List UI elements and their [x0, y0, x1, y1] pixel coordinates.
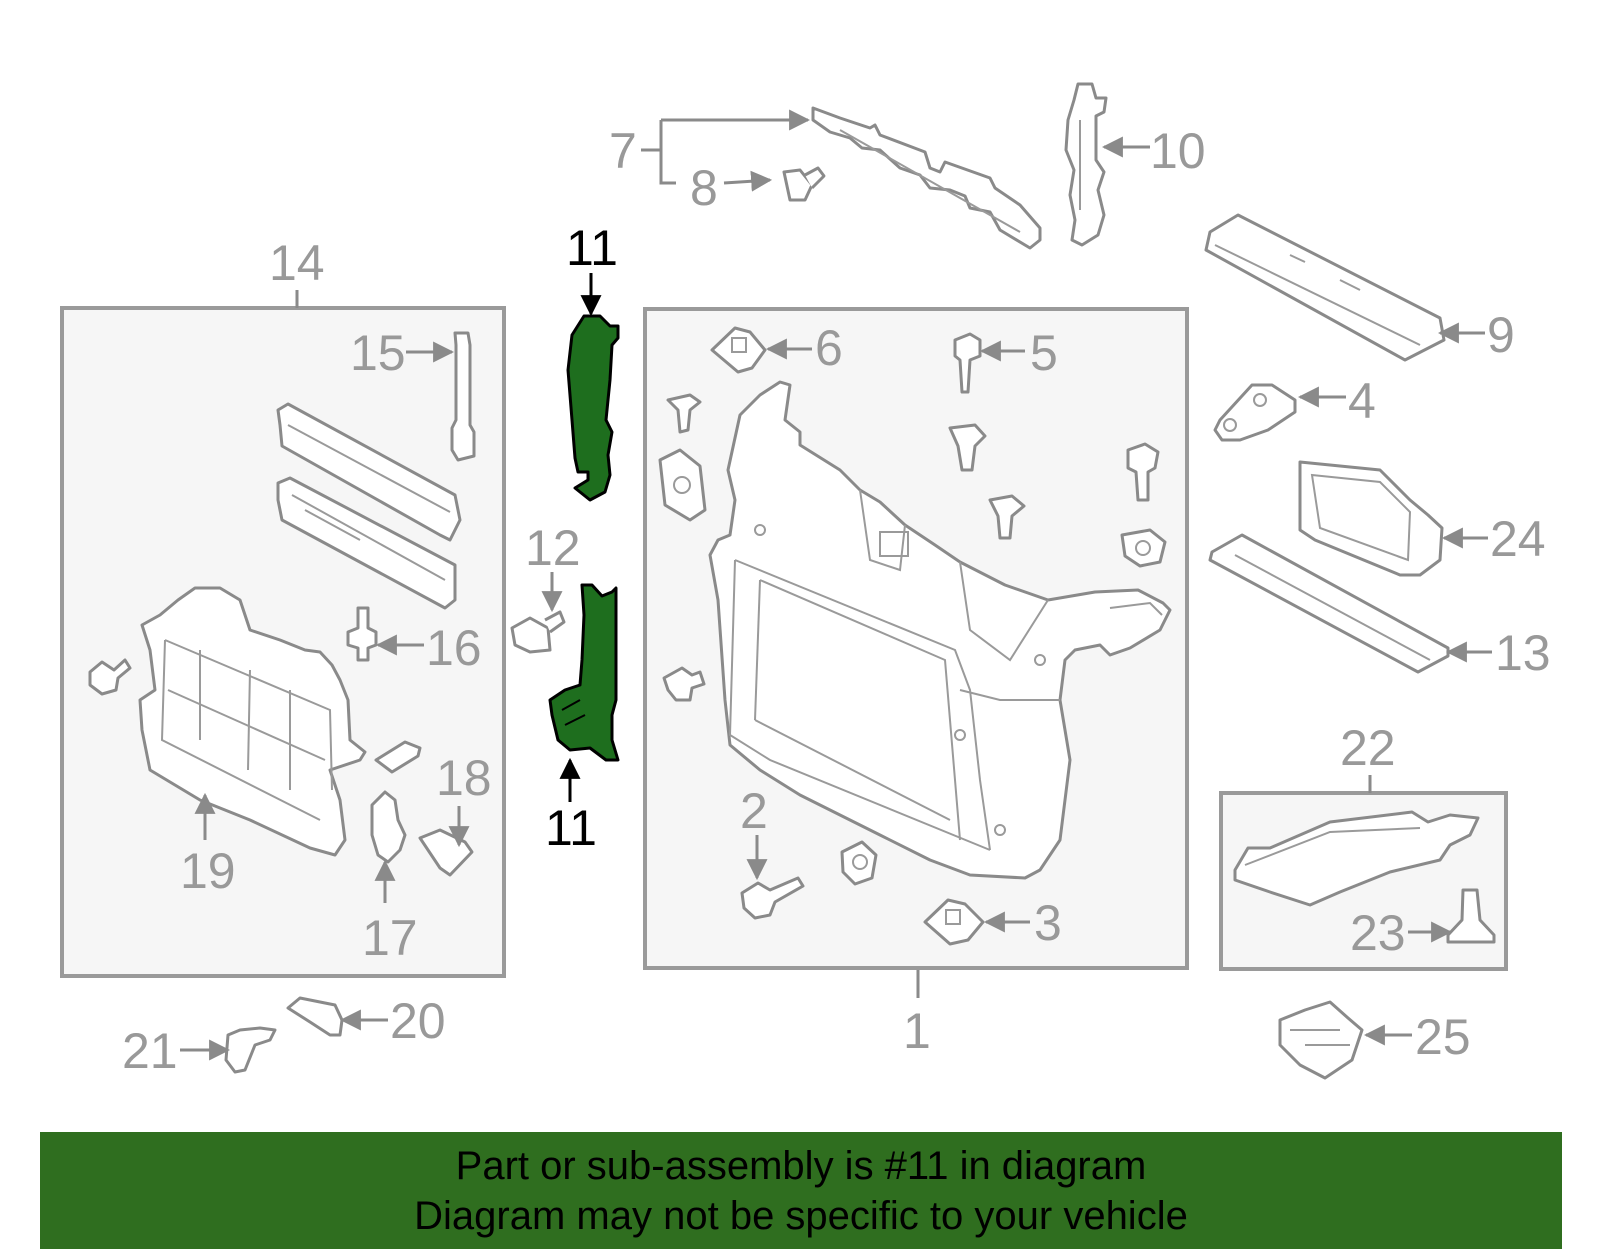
callout-14: 14 — [269, 235, 325, 291]
grille-fastener — [88, 658, 132, 696]
callout-17: 17 — [362, 910, 418, 966]
part-21-clip — [224, 1026, 277, 1074]
callout-1: 1 — [903, 1003, 931, 1059]
callout-9: 9 — [1487, 307, 1515, 363]
fastener-nut-a — [1120, 528, 1167, 568]
callout-11-bottom: 11 — [545, 800, 597, 856]
grille-vane-lower — [276, 476, 457, 610]
part-4-latch-bracket — [1213, 383, 1297, 442]
callout-16: 16 — [426, 620, 482, 676]
fastener-bolt-b — [1126, 442, 1160, 502]
info-banner: Part or sub-assembly is #11 in diagram D… — [40, 1132, 1562, 1249]
callout-12: 12 — [525, 520, 581, 576]
callout-21: 21 — [122, 1023, 178, 1079]
part-1-radiator-support — [708, 380, 1172, 880]
part-22-air-deflector — [1233, 810, 1480, 907]
part-6-clip-nut — [710, 326, 767, 374]
callout-11-top: 11 — [566, 220, 618, 276]
fastener-nut-b — [840, 840, 878, 886]
callout-6: 6 — [815, 320, 843, 376]
callout-5: 5 — [1030, 325, 1058, 381]
banner-line-1: Part or sub-assembly is #11 in diagram — [455, 1143, 1147, 1188]
part-24-radar-sensor — [1298, 460, 1444, 577]
part-23-push-rivet — [1446, 888, 1496, 944]
callout-2: 2 — [740, 783, 768, 839]
part-19-grille-frame — [138, 586, 367, 857]
part-8-push-pin — [782, 166, 826, 202]
part-20-seal — [286, 996, 344, 1037]
callout-22: 22 — [1340, 720, 1396, 776]
callout-15: 15 — [350, 325, 406, 381]
callout-19: 19 — [180, 843, 236, 899]
fastener-push-pin-b — [948, 423, 987, 472]
banner-line-2: Diagram may not be specific to your vehi… — [414, 1193, 1188, 1238]
fastener-push-pin-a — [666, 393, 702, 434]
fastener-push-pin-c — [988, 494, 1026, 540]
part-5-bolt — [953, 332, 982, 394]
callout-23: 23 — [1350, 905, 1406, 961]
part-25-clip-bracket — [1278, 1000, 1364, 1080]
callout-4: 4 — [1348, 373, 1376, 429]
part-3-clip-nut — [923, 898, 985, 946]
grille-vane-upper — [276, 402, 462, 542]
part-7-upper-deflector — [811, 106, 1042, 250]
callout-3: 3 — [1034, 895, 1062, 951]
callout-10: 10 — [1150, 123, 1206, 179]
fastener-push-pin-d — [662, 666, 706, 702]
callout-8: 8 — [690, 160, 718, 216]
part-11-upper-bracket-highlighted — [566, 314, 620, 502]
part-15-shutter-rod — [450, 331, 476, 462]
callout-20: 20 — [390, 993, 446, 1049]
part-17-bracket — [370, 790, 407, 864]
part-12-push-pin — [510, 610, 566, 654]
part-11-lower-bracket-highlighted — [548, 583, 620, 762]
fastener-clip-a — [658, 448, 707, 522]
part-9-lower-shield — [1204, 213, 1446, 362]
callout-24: 24 — [1490, 511, 1546, 567]
grille-small-clip — [374, 740, 422, 774]
callout-18: 18 — [436, 750, 492, 806]
part-10-side-bracket — [1064, 82, 1108, 247]
callout-13: 13 — [1495, 625, 1551, 681]
callout-7: 7 — [609, 123, 637, 179]
part-16-clip — [346, 606, 378, 662]
part-2-bolt — [740, 876, 805, 920]
callout-25: 25 — [1415, 1009, 1471, 1065]
